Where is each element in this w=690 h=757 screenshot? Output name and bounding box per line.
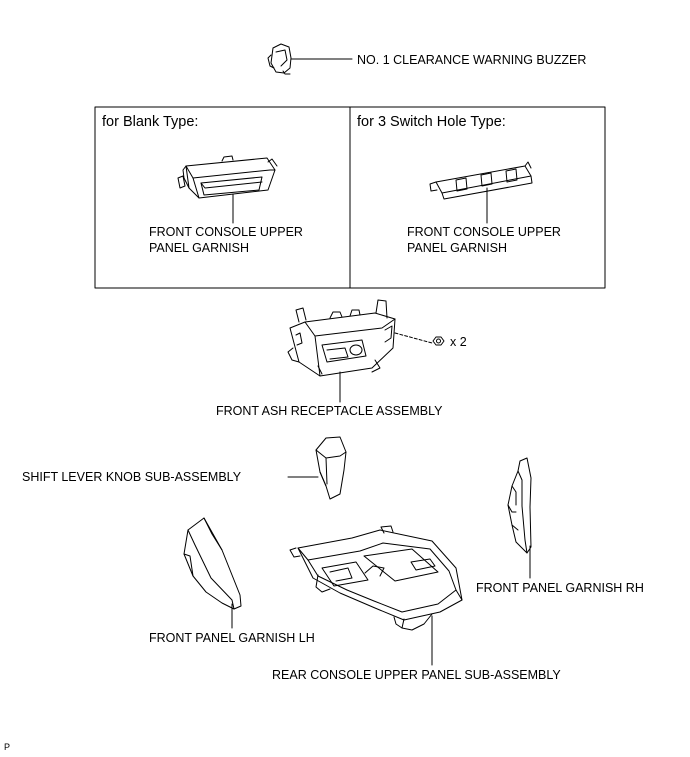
shift-knob-label: SHIFT LEVER KNOB SUB-ASSEMBLY [22,470,242,484]
garnish-switch-part [429,161,533,200]
buzzer-part [267,43,292,75]
screw-icon [432,336,445,346]
ash-receptacle-label: FRONT ASH RECEPTACLE ASSEMBLY [216,404,443,418]
shift-knob-part [315,436,347,500]
buzzer-label: NO. 1 CLEARANCE WARNING BUZZER [357,53,587,67]
garnish-rh-label: FRONT PANEL GARNISH RH [476,581,644,595]
garnish-blank-part [177,155,278,199]
blank-type-header: for Blank Type: [102,114,199,130]
screw-quantity: x 2 [450,335,467,349]
garnish-switch-label: FRONT CONSOLE UPPER PANEL GARNISH [407,225,561,255]
ash-screw-dashed-line [394,332,433,344]
garnish-blank-label: FRONT CONSOLE UPPER PANEL GARNISH [149,225,303,255]
rear-console-label: REAR CONSOLE UPPER PANEL SUB-ASSEMBLY [272,668,561,682]
rear-console-part [289,525,463,631]
garnish-lh-part [183,517,242,610]
switch-type-header: for 3 Switch Hole Type: [357,114,506,130]
garnish-rh-part [507,457,532,554]
garnish-lh-label: FRONT PANEL GARNISH LH [149,631,315,645]
ash-receptacle-part [287,299,396,377]
corner-mark: P [4,742,11,752]
